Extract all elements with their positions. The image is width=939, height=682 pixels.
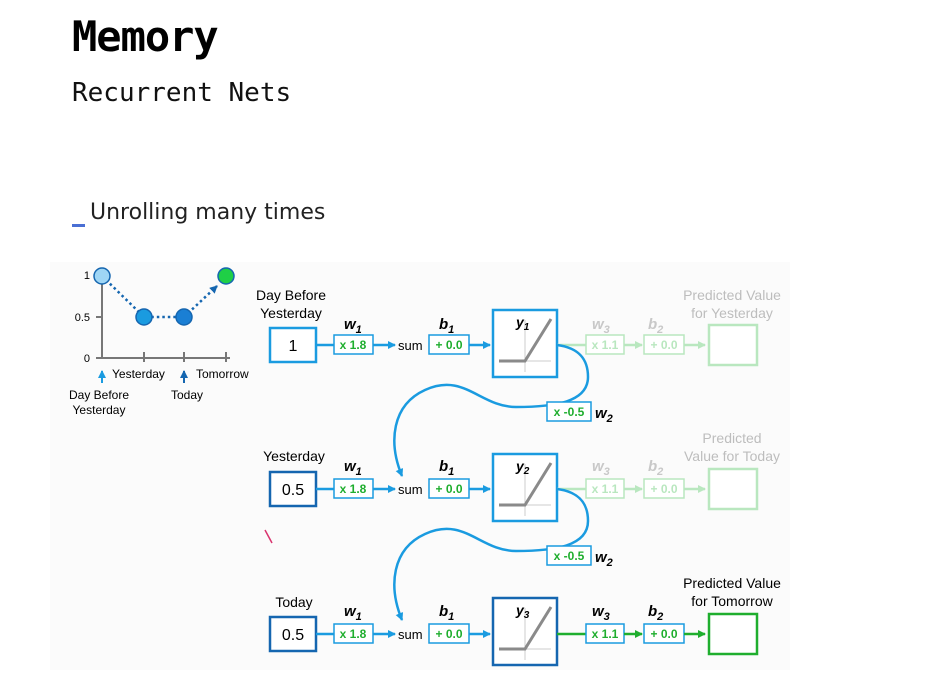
- output-box: [707, 467, 759, 511]
- rnn-unrolled-figure: 1 0.5 0 Yesterday Tomorrow Day Before Ye…: [50, 262, 790, 670]
- mini-point-tomorrow: [217, 267, 235, 285]
- rnn-diagram-svg: 1 0.5 0 Yesterday Tomorrow Day Before Ye…: [50, 262, 790, 670]
- bullet-text: Unrolling many times: [90, 200, 326, 225]
- mini-line-chart: 1 0.5 0 Yesterday Tomorrow Day Before Ye…: [69, 267, 249, 417]
- w3-weight-value: x 1.1: [592, 482, 619, 496]
- w1-weight-value: x 1.8: [340, 482, 367, 496]
- w2-label: w2: [595, 549, 613, 569]
- mini-label-yesterday: Yesterday: [73, 403, 126, 417]
- mini-label-day-before: Day Before: [69, 388, 129, 402]
- w1-label: w1: [344, 316, 362, 336]
- w1-label: w1: [344, 603, 362, 623]
- b1-bias-value: + 0.0: [435, 627, 462, 641]
- sum-label: sum: [398, 338, 423, 353]
- figure-background: [50, 262, 790, 670]
- input-label: Yesterday: [260, 305, 322, 321]
- w3-weight-value: x 1.1: [592, 627, 619, 641]
- w2-weight-value: x -0.5: [554, 549, 585, 563]
- b1-label: b1: [439, 458, 454, 478]
- input-label: Yesterday: [263, 448, 325, 464]
- input-value: 0.5: [282, 482, 304, 499]
- mini-point-today: [175, 308, 193, 326]
- w1-weight-value: x 1.8: [340, 338, 367, 352]
- mini-x-label-yesterday: Yesterday: [112, 367, 165, 381]
- output-box: [707, 323, 759, 367]
- recurrent-loop-arrow: [393, 343, 590, 477]
- w1-label: w1: [344, 458, 362, 478]
- w2-label: w2: [595, 405, 613, 425]
- bullet-item: Unrolling many times: [72, 200, 325, 227]
- mini-y-tick-0.5: 0.5: [75, 312, 90, 324]
- relu-curve: [499, 462, 553, 507]
- w2-weight-box: [546, 401, 592, 422]
- stray-pen-mark: [264, 529, 273, 544]
- w2-weight-value: x -0.5: [554, 405, 585, 419]
- mini-label-today: Today: [171, 388, 203, 402]
- slide-subtitle: Recurrent Nets: [72, 78, 292, 108]
- b2-bias-value: + 0.0: [650, 627, 677, 641]
- b2-label: b2: [648, 603, 663, 623]
- input-value: 0.5: [282, 627, 304, 644]
- b1-label: b1: [439, 603, 454, 623]
- w1-weight-value: x 1.8: [340, 627, 367, 641]
- mini-point-day-before-yesterday: [93, 267, 111, 285]
- b1-label: b1: [439, 316, 454, 336]
- rnn-row-day-before-yesterday: Day Before Yesterday 1 w1 x 1.8 sum b1 +…: [256, 287, 781, 477]
- mini-y-tick-0: 0: [84, 353, 90, 365]
- rnn-row-yesterday: Yesterday 0.5 w1 x 1.8 sum b1 + 0.0 y2 w…: [263, 430, 780, 621]
- b1-bias-value: + 0.0: [435, 338, 462, 352]
- output-label: Predicted Value: [683, 287, 781, 303]
- rnn-row-today: Today 0.5 w1 x 1.8 sum b1 + 0.0 y3 w3 x …: [268, 575, 781, 667]
- input-value: 1: [289, 338, 298, 355]
- mini-y-tick-1: 1: [84, 270, 90, 282]
- input-label: Today: [275, 594, 312, 610]
- y-label: y3: [515, 602, 530, 621]
- slide-title: Memory: [72, 12, 219, 61]
- relu-curve: [499, 606, 553, 651]
- output-box: [707, 612, 759, 656]
- input-label: Day Before: [256, 287, 326, 303]
- output-label: Predicted: [702, 430, 761, 446]
- relu-curve: [499, 318, 553, 363]
- w3-label: w3: [592, 316, 610, 336]
- b2-bias-value: + 0.0: [650, 338, 677, 352]
- output-label: for Yesterday: [691, 305, 773, 321]
- mini-point-yesterday: [135, 308, 153, 326]
- w3-label: w3: [592, 458, 610, 478]
- y-label: y2: [515, 458, 530, 477]
- w2-weight-box: [546, 545, 592, 566]
- w3-label: w3: [592, 603, 610, 623]
- y-label: y1: [515, 314, 530, 333]
- b1-bias-value: + 0.0: [435, 482, 462, 496]
- b2-label: b2: [648, 458, 663, 478]
- b2-bias-value: + 0.0: [650, 482, 677, 496]
- output-label: Predicted Value: [683, 575, 781, 591]
- output-label: for Tomorrow: [691, 593, 773, 609]
- w3-weight-value: x 1.1: [592, 338, 619, 352]
- sum-label: sum: [398, 482, 423, 497]
- output-label: Value for Today: [684, 448, 780, 464]
- bullet-mark: [72, 224, 85, 227]
- mini-x-label-tomorrow: Tomorrow: [196, 367, 249, 381]
- input-box: [268, 615, 318, 653]
- recurrent-loop-arrow: [393, 487, 590, 621]
- sum-label: sum: [398, 627, 423, 642]
- b2-label: b2: [648, 316, 663, 336]
